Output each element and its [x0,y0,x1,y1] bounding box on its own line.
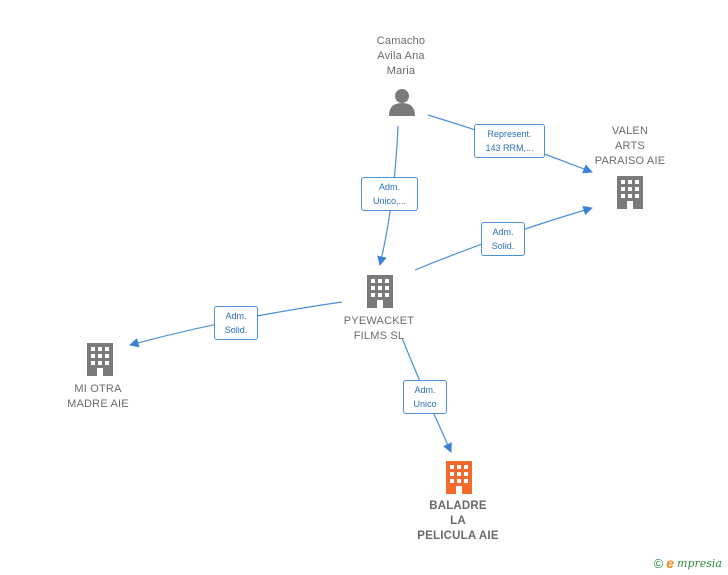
edge-label-pyewacket-valen[interactable]: Adm. Solid. [481,222,525,256]
node-label-person[interactable]: Camacho Avila Ana Maria [376,35,426,77]
edge-label-person-valen[interactable]: Represent. 143 RRM,... [474,124,545,158]
building-icon[interactable] [87,343,113,376]
building-icon[interactable] [617,176,643,209]
building-icon-highlighted[interactable] [446,461,472,494]
building-icon[interactable] [367,275,393,308]
node-label-mi-otra[interactable]: MI OTRA MADRE AIE [67,383,129,410]
person-icon[interactable] [389,89,415,116]
edge-label-pyewacket-baladre[interactable]: Adm. Unico [403,380,447,414]
brand-initial: e [666,555,675,571]
node-label-valen[interactable]: VALEN ARTS PARAISO AIE [594,125,666,167]
node-label-baladre[interactable]: BALADRE LA PELICULA AIE [417,500,499,542]
copyright-symbol: © [653,555,664,571]
edge-label-person-pyewacket[interactable]: Adm. Unico,... [361,177,418,211]
brand-name: mpresia [677,556,722,570]
node-label-pyewacket[interactable]: PYEWACKET FILMS SL [343,315,415,342]
edge-label-pyewacket-mi-otra[interactable]: Adm. Solid. [214,306,258,340]
